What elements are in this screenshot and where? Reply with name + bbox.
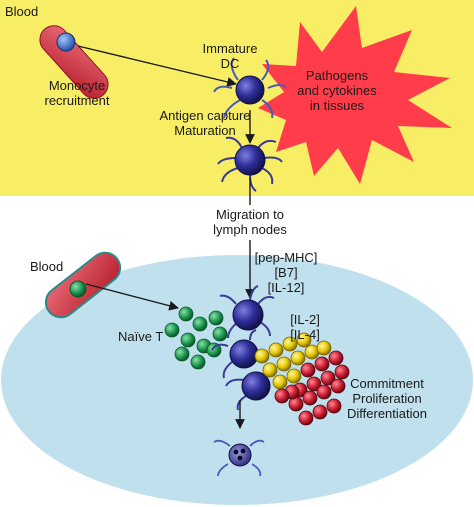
- il12-label: [IL-12]: [267, 280, 305, 295]
- mature-dendritic-cell-icon: [217, 136, 283, 192]
- yellow-cell-icon: [254, 348, 270, 364]
- lymph-dc-1: [219, 285, 275, 339]
- blood-label-bottom: Blood: [30, 259, 64, 274]
- migration-line-1: Migration to: [216, 207, 284, 222]
- red-cell-icon: [320, 370, 336, 386]
- pep-mhc-label: [pep-MHC]: [254, 250, 318, 265]
- t-cell-icon: [212, 326, 228, 342]
- cytokine-label: [IL-2] [IL-4]: [280, 312, 330, 342]
- commitment-label: Commitment Proliferation Differentiation: [332, 376, 442, 421]
- recruit-line-2: recruitment: [44, 93, 110, 108]
- yellow-cell-icon: [290, 350, 306, 366]
- il4-label: [IL-4]: [290, 327, 320, 342]
- recruit-line-1: Monocyte: [48, 78, 106, 93]
- commit-line-3: Differentiation: [347, 406, 427, 421]
- yellow-cell-icon: [286, 368, 302, 384]
- immature-dc-label: Immature DC: [200, 41, 260, 71]
- yellow-cell-icon: [316, 340, 332, 356]
- red-cell-icon: [298, 410, 314, 426]
- signals-label: [pep-MHC] [B7] [IL-12]: [248, 250, 324, 295]
- red-cell-icon: [300, 362, 316, 378]
- yellow-cell-icon: [276, 356, 292, 372]
- naive-t-label: Naïve T: [118, 329, 164, 344]
- yellow-cell-icon: [282, 336, 298, 352]
- red-cell-icon: [306, 376, 322, 392]
- t-cell-icon: [206, 342, 222, 358]
- antigen-capture-label: Antigen capture Maturation: [150, 108, 260, 138]
- pathogens-line-1: Pathogens: [305, 68, 369, 83]
- t-cell-icon: [208, 310, 224, 326]
- red-cell-icon: [326, 398, 342, 414]
- immature-line-2: DC: [220, 56, 240, 71]
- blood-vessel-icon: [39, 25, 109, 99]
- t-cell-icon: [192, 316, 208, 332]
- yellow-cell-icon: [296, 332, 312, 348]
- commit-line-1: Commitment: [350, 376, 424, 391]
- migration-label: Migration to lymph nodes: [200, 207, 300, 237]
- capture-line-2: Maturation: [174, 123, 236, 138]
- t-cell-icon: [180, 332, 196, 348]
- t-cell-icon: [190, 354, 206, 370]
- capture-line-1: Antigen capture: [159, 108, 251, 123]
- recruitment-arrow: [77, 45, 237, 87]
- proliferating-cells: [254, 332, 350, 426]
- red-cell-icon: [302, 390, 318, 406]
- blood-label-top: Blood: [5, 4, 39, 19]
- red-cell-icon: [312, 404, 328, 420]
- naive-t-cells: [164, 306, 228, 370]
- yellow-cell-icon: [262, 362, 278, 378]
- b7-label: [B7]: [274, 265, 298, 280]
- lymph-blood-vessel-icon: [44, 251, 122, 319]
- red-cell-icon: [316, 384, 332, 400]
- red-cell-icon: [328, 350, 344, 366]
- pathogens-label: Pathogens and cytokines in tissues: [282, 68, 392, 113]
- monocyte-icon: [56, 32, 76, 52]
- homing-arrow: [85, 283, 179, 311]
- yellow-cell-icon: [272, 374, 288, 390]
- migration-line-2: lymph nodes: [213, 222, 287, 237]
- t-cell-icon: [164, 322, 180, 338]
- t-cell-icon: [178, 306, 194, 322]
- cytokine-burst-icon: [258, 6, 452, 184]
- lymph-dc-2: [211, 329, 259, 379]
- activated-lymphocyte-icon: [213, 439, 265, 477]
- immature-line-1: Immature: [202, 41, 258, 56]
- il2-label: [IL-2]: [290, 312, 320, 327]
- commit-line-2: Proliferation: [352, 391, 422, 406]
- monocyte-recruitment-label: Monocyte recruitment: [32, 78, 122, 108]
- red-cell-icon: [334, 364, 350, 380]
- red-cell-icon: [330, 378, 346, 394]
- t-cell-icon: [174, 346, 190, 362]
- red-cell-icon: [314, 356, 330, 372]
- red-cell-icon: [274, 388, 290, 404]
- pathogens-line-2: and cytokines: [297, 83, 377, 98]
- dendritic-cell-icon: [213, 57, 287, 119]
- pathogens-line-3: in tissues: [309, 98, 365, 113]
- yellow-cell-icon: [268, 342, 284, 358]
- lymph-dc-3: [225, 371, 271, 411]
